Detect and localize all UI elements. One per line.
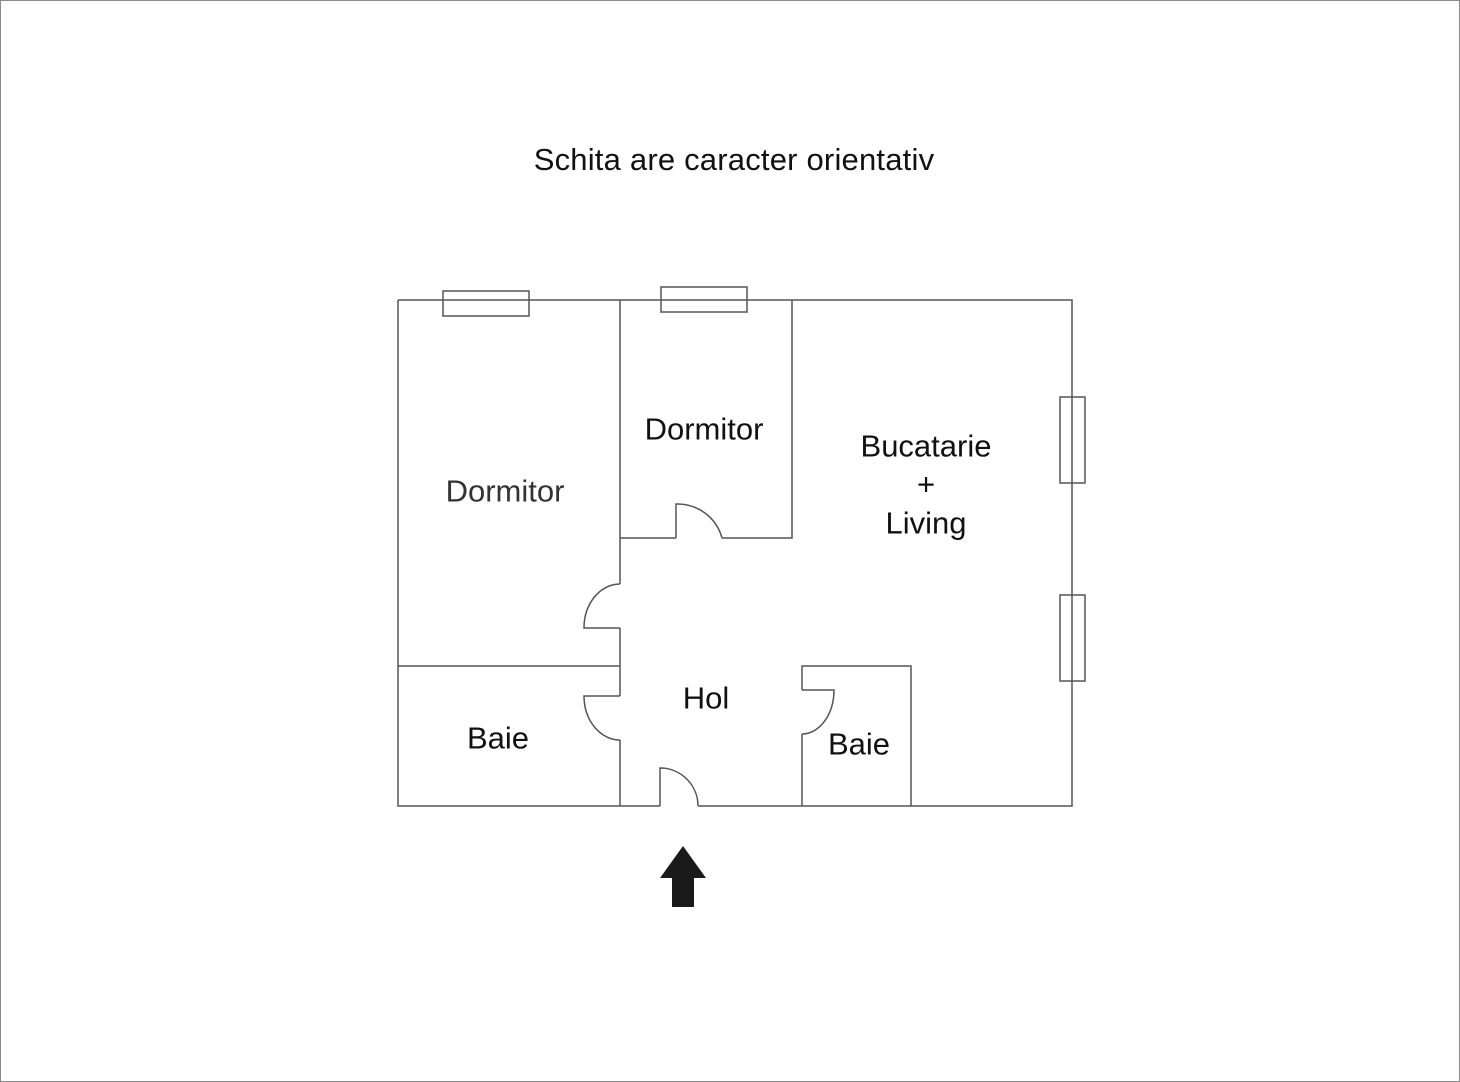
outer-wall xyxy=(398,299,1073,807)
window-living-1 xyxy=(1059,396,1086,484)
door-entrance xyxy=(659,767,699,807)
page-title: Schita are caracter orientativ xyxy=(533,142,935,177)
room-label-dormitor-2: Dormitor xyxy=(644,411,764,447)
room-label-baie-1: Baie xyxy=(466,720,530,756)
wall-baie2-top xyxy=(801,665,912,806)
outer-wall-bottom-left xyxy=(397,300,660,807)
room-label-baie-2: Baie xyxy=(827,726,891,762)
window-dormitor1 xyxy=(442,290,530,317)
wall-dormitor2-east xyxy=(722,300,793,539)
door-baie2 xyxy=(801,689,835,735)
door-dormitor1 xyxy=(583,583,621,629)
door-baie1 xyxy=(583,695,621,741)
room-label-dormitor-1: Dormitor xyxy=(445,473,565,509)
room-label-hol: Hol xyxy=(682,680,730,716)
room-label-bucatarie: Bucatarie xyxy=(860,428,992,464)
window-living-2 xyxy=(1059,594,1086,682)
door-dormitor2 xyxy=(675,503,723,539)
room-label-plus: + xyxy=(916,466,936,502)
arrow-up-icon xyxy=(660,846,706,907)
window-dormitor2 xyxy=(660,286,748,313)
room-label-living: Living xyxy=(885,506,967,542)
room-label-bucatarie-living: Bucatarie + Living xyxy=(861,425,992,546)
